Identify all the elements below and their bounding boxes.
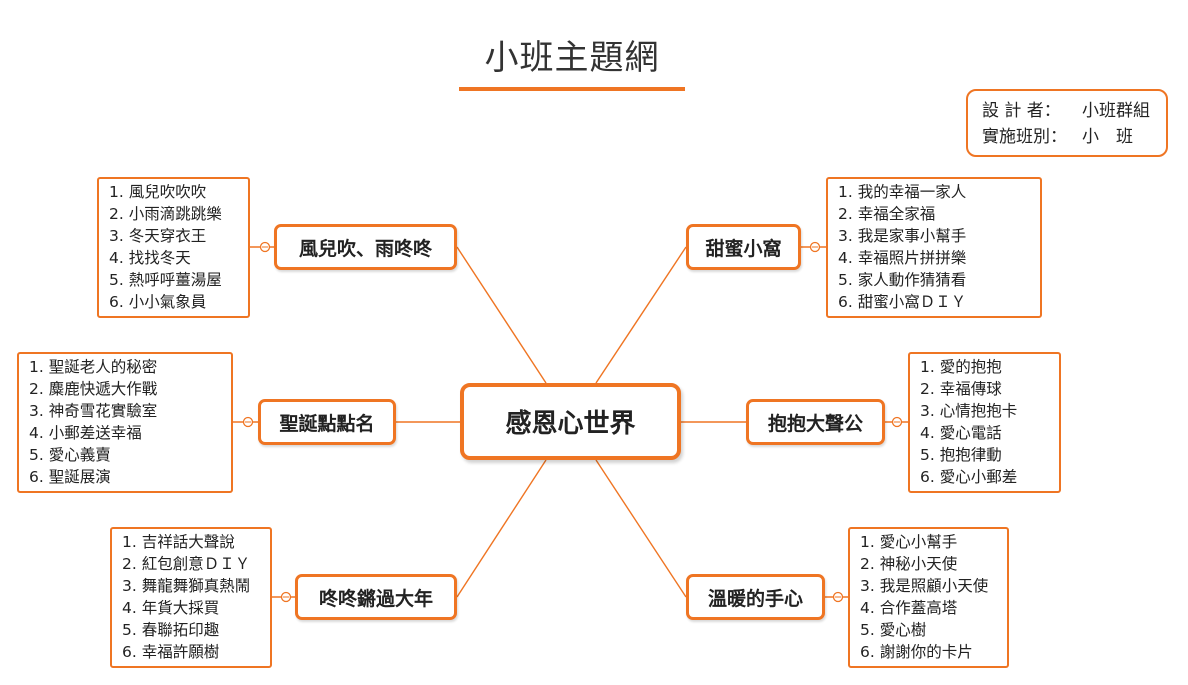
list-item: 4. 小郵差送幸福 <box>29 424 142 442</box>
class-label: 實施班別： <box>982 127 1067 147</box>
list-item: 4. 合作蓋高塔 <box>860 599 958 617</box>
topic-list-wind: 1. 風兒吹吹吹 2. 小雨滴跳跳樂 3. 冬天穿衣王 4. 找找冬天 5. 熱… <box>97 177 250 318</box>
list-item: 4. 愛心電話 <box>920 424 1002 442</box>
list-item: 5. 愛心義賣 <box>29 446 111 464</box>
connector-center-newyear <box>456 459 547 598</box>
topic-list-warm: 1. 愛心小幫手 2. 神秘小天使 3. 我是照顧小天使 4. 合作蓋高塔 5.… <box>848 527 1009 668</box>
list-item: 6. 甜蜜小窩ＤＩＹ <box>838 293 967 311</box>
list-item: 1. 我的幸福一家人 <box>838 183 967 201</box>
central-theme-node[interactable]: 感恩心世界 <box>460 383 681 460</box>
list-item: 4. 年貨大採買 <box>122 599 220 617</box>
topic-node-hug[interactable]: 抱抱大聲公 <box>746 399 885 445</box>
designer-value: 小班群組 <box>1082 101 1150 121</box>
topic-list-home: 1. 我的幸福一家人 2. 幸福全家福 3. 我是家事小幫手 4. 幸福照片拼拼… <box>826 177 1042 318</box>
topic-list-christmas: 1. 聖誕老人的秘密 2. 麋鹿快遞大作戰 3. 神奇雪花實驗室 4. 小郵差送… <box>17 352 233 493</box>
class-value: 小 班 <box>1082 127 1133 147</box>
list-item: 2. 幸福全家福 <box>838 205 936 223</box>
list-item: 2. 幸福傳球 <box>920 380 1002 398</box>
title-underline <box>459 87 685 91</box>
list-item: 5. 春聯拓印趣 <box>122 621 220 639</box>
list-item: 1. 吉祥話大聲說 <box>122 533 235 551</box>
topic-node-newyear[interactable]: 咚咚鏘過大年 <box>295 574 457 620</box>
list-item: 2. 小雨滴跳跳樂 <box>109 205 222 223</box>
list-item: 2. 神秘小天使 <box>860 555 958 573</box>
list-item: 5. 愛心樹 <box>860 621 927 639</box>
page-title: 小班主題網 <box>484 38 660 78</box>
list-item: 5. 熱呼呼薑湯屋 <box>109 271 222 289</box>
list-item: 3. 舞龍舞獅真熱鬧 <box>122 577 251 595</box>
list-item: 5. 家人動作猜猜看 <box>838 271 967 289</box>
list-item: 2. 紅包創意ＤＩＹ <box>122 555 251 573</box>
list-item: 6. 幸福許願樹 <box>122 643 220 661</box>
list-item: 4. 幸福照片拼拼樂 <box>838 249 967 267</box>
list-item: 3. 神奇雪花實驗室 <box>29 402 158 420</box>
connector-center-warm <box>595 459 687 598</box>
list-item: 1. 愛的抱抱 <box>920 358 1002 376</box>
list-item: 4. 找找冬天 <box>109 249 191 267</box>
topic-list-newyear: 1. 吉祥話大聲說 2. 紅包創意ＤＩＹ 3. 舞龍舞獅真熱鬧 4. 年貨大採買… <box>110 527 272 668</box>
list-item: 6. 小小氣象員 <box>109 293 207 311</box>
list-item: 5. 抱抱律動 <box>920 446 1002 464</box>
topic-node-home[interactable]: 甜蜜小窩 <box>686 224 801 270</box>
designer-label: 設 計 者： <box>982 101 1061 121</box>
topic-list-hug: 1. 愛的抱抱 2. 幸福傳球 3. 心情抱抱卡 4. 愛心電話 5. 抱抱律動… <box>908 352 1061 493</box>
designer-row: 設 計 者： 小班群組 <box>982 98 1166 124</box>
list-item: 6. 聖誕展演 <box>29 468 111 486</box>
connector-center-wind <box>456 246 547 384</box>
class-row: 實施班別： 小 班 <box>982 124 1166 150</box>
list-item: 3. 冬天穿衣王 <box>109 227 207 245</box>
list-item: 1. 聖誕老人的秘密 <box>29 358 158 376</box>
list-item: 2. 麋鹿快遞大作戰 <box>29 380 158 398</box>
topic-node-warm[interactable]: 溫暖的手心 <box>686 574 825 620</box>
list-item: 1. 愛心小幫手 <box>860 533 958 551</box>
list-item: 6. 愛心小郵差 <box>920 468 1018 486</box>
list-item: 3. 我是照顧小天使 <box>860 577 989 595</box>
list-item: 3. 我是家事小幫手 <box>838 227 967 245</box>
topic-node-wind[interactable]: 風兒吹、雨咚咚 <box>274 224 457 270</box>
list-item: 1. 風兒吹吹吹 <box>109 183 207 201</box>
connector-center-home <box>595 246 687 384</box>
list-item: 3. 心情抱抱卡 <box>920 402 1018 420</box>
list-item: 6. 謝謝你的卡片 <box>860 643 973 661</box>
topic-node-christmas[interactable]: 聖誕點點名 <box>258 399 396 445</box>
designer-info-box: 設 計 者： 小班群組 實施班別： 小 班 <box>966 89 1168 157</box>
